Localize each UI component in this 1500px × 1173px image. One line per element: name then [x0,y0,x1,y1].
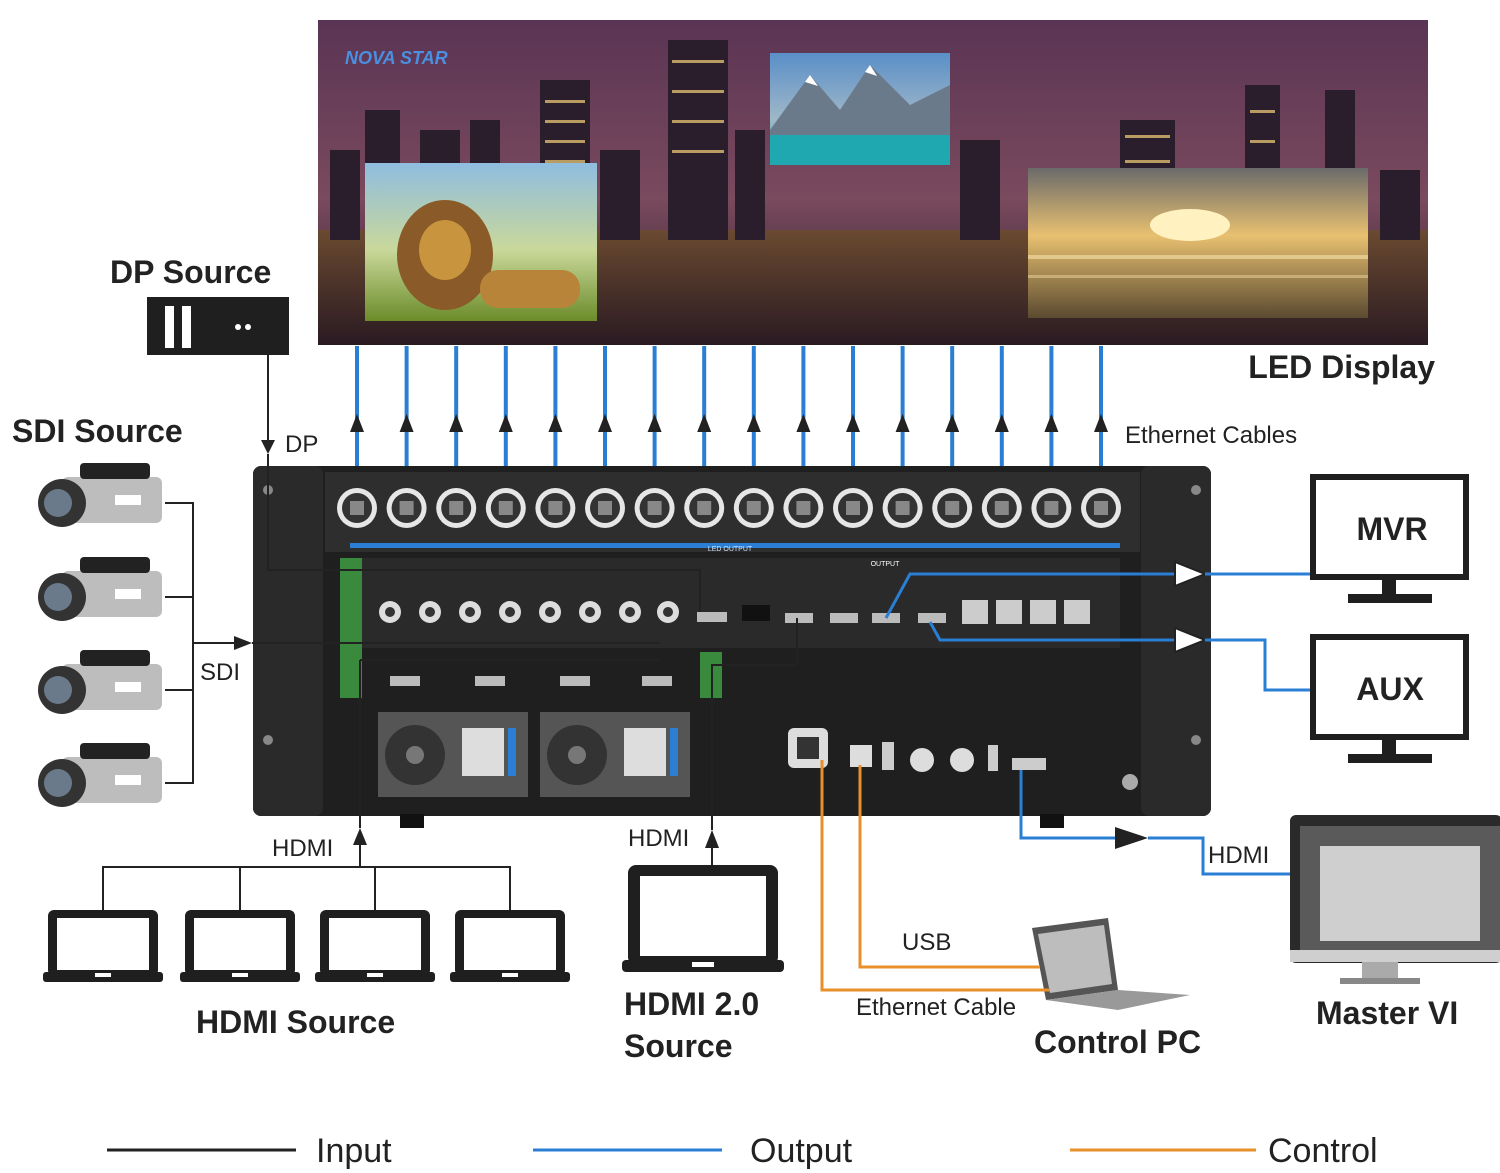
legend-input-label: Input [316,1132,392,1170]
sdi-camera-1 [38,463,162,527]
led-output-port-16 [1081,488,1121,528]
usb-label: USB [902,929,951,956]
hdmi20-source-title-1: HDMI 2.0 [624,986,759,1022]
dp-source-title: DP Source [110,254,271,290]
card-slot [742,605,770,621]
led-output-port-14 [981,488,1022,528]
mountain-image [770,53,950,165]
led-display: NOVA STAR LED Display [318,20,1435,385]
usb-a-port [882,742,894,770]
hdmi20-line-label: HDMI [628,825,689,852]
led-output-port-5 [535,488,576,528]
hdmi20-port-1 [785,613,813,623]
genlock-loop [950,748,974,772]
hdmi-line-label: HDMI [272,835,333,862]
mvr-label: MVR [1356,511,1427,547]
led-output-port-9 [733,488,774,528]
led-output-port-4 [485,488,526,528]
power-supply-2 [540,712,690,797]
sdi-bnc-connectors [379,601,679,623]
control-pc-title: Control PC [1034,1024,1201,1060]
hdmi-laptop-1 [43,910,163,982]
led-output-port-10 [783,488,824,528]
control-pc-laptop [1032,918,1190,1010]
sdi-input-line [165,502,660,784]
master-monitor [1290,815,1500,984]
led-output-port-11 [833,488,873,528]
led-output-port-1 [337,488,377,528]
dp-source-device [147,297,289,355]
hdmi-laptop-3 [315,910,435,982]
dp-input-line [261,355,701,612]
hdmi20-source-laptop [622,865,784,972]
master-line-label: HDMI [1208,842,1269,869]
aux-port [918,613,946,623]
led-output-port-2 [386,488,427,528]
brand-logo: NOVA STAR [345,48,448,68]
power-supply-1 [378,712,528,797]
led-output-port-3 [436,488,477,528]
led-output-port-15 [1031,488,1072,528]
lion-image [365,163,597,321]
ethernet-cable-label: Ethernet Cable [856,994,1016,1021]
city-lights [545,60,1275,163]
aux-label: AUX [1356,671,1424,707]
legend: Input Output Control [107,1132,1378,1170]
led-output-port-12 [882,488,923,528]
hdmi-input-line [102,659,660,910]
led-output-port-13 [932,488,973,528]
hdmi-laptop-4 [450,910,570,982]
sdi-camera-3 [38,650,162,714]
legend-control-label: Control [1268,1132,1378,1170]
control-hdmi-port [1012,758,1046,770]
sdi-line-label: SDI [200,659,240,686]
genlock-in [910,748,934,772]
led-display-title: LED Display [1248,349,1435,385]
sunset-image [1028,168,1368,318]
sdi-source-title: SDI Source [12,413,183,449]
dp-line-label: DP [285,431,318,458]
legend-output-label: Output [750,1132,853,1170]
hdmi-source-title: HDMI Source [196,1004,395,1040]
mvr-output-line [884,560,1310,619]
processor-chassis: LED OUTPUT OUTPUT [253,466,1211,828]
led-output-port-8 [684,488,725,528]
output-label: OUTPUT [871,561,901,568]
hdmi-input-ports [390,676,672,686]
led-output-ports [337,488,1121,528]
master-title: Master VI [1316,995,1458,1031]
hdmi20-input-line [705,618,798,865]
sdi-camera-2 [38,557,162,621]
usb-control-line [858,765,1040,969]
sdi-camera-4 [38,743,162,807]
hdmi-laptop-2 [180,910,300,982]
sdi-cameras [38,463,162,807]
hdmi20-port-2 [830,613,858,623]
led-output-bar [350,543,1120,548]
led-output-label: LED OUTPUT [708,546,753,553]
led-output-port-6 [585,488,625,528]
usb-b-port [850,745,872,767]
mvr-monitor: MVR [1310,474,1469,603]
dp-port [697,612,727,622]
ethernet-cables-label: Ethernet Cables [1125,422,1297,449]
aux-output-line [928,621,1310,692]
aux-monitor: AUX [1310,634,1469,763]
ground-terminal [1122,774,1138,790]
led-output-port-7 [634,488,675,528]
hdmi20-source-title-2: Source [624,1028,732,1064]
hdmi-source-laptops [43,910,570,982]
opt-ports [962,600,1090,624]
master-output-line [1019,770,1290,876]
ethernet-control-line [820,760,1050,992]
